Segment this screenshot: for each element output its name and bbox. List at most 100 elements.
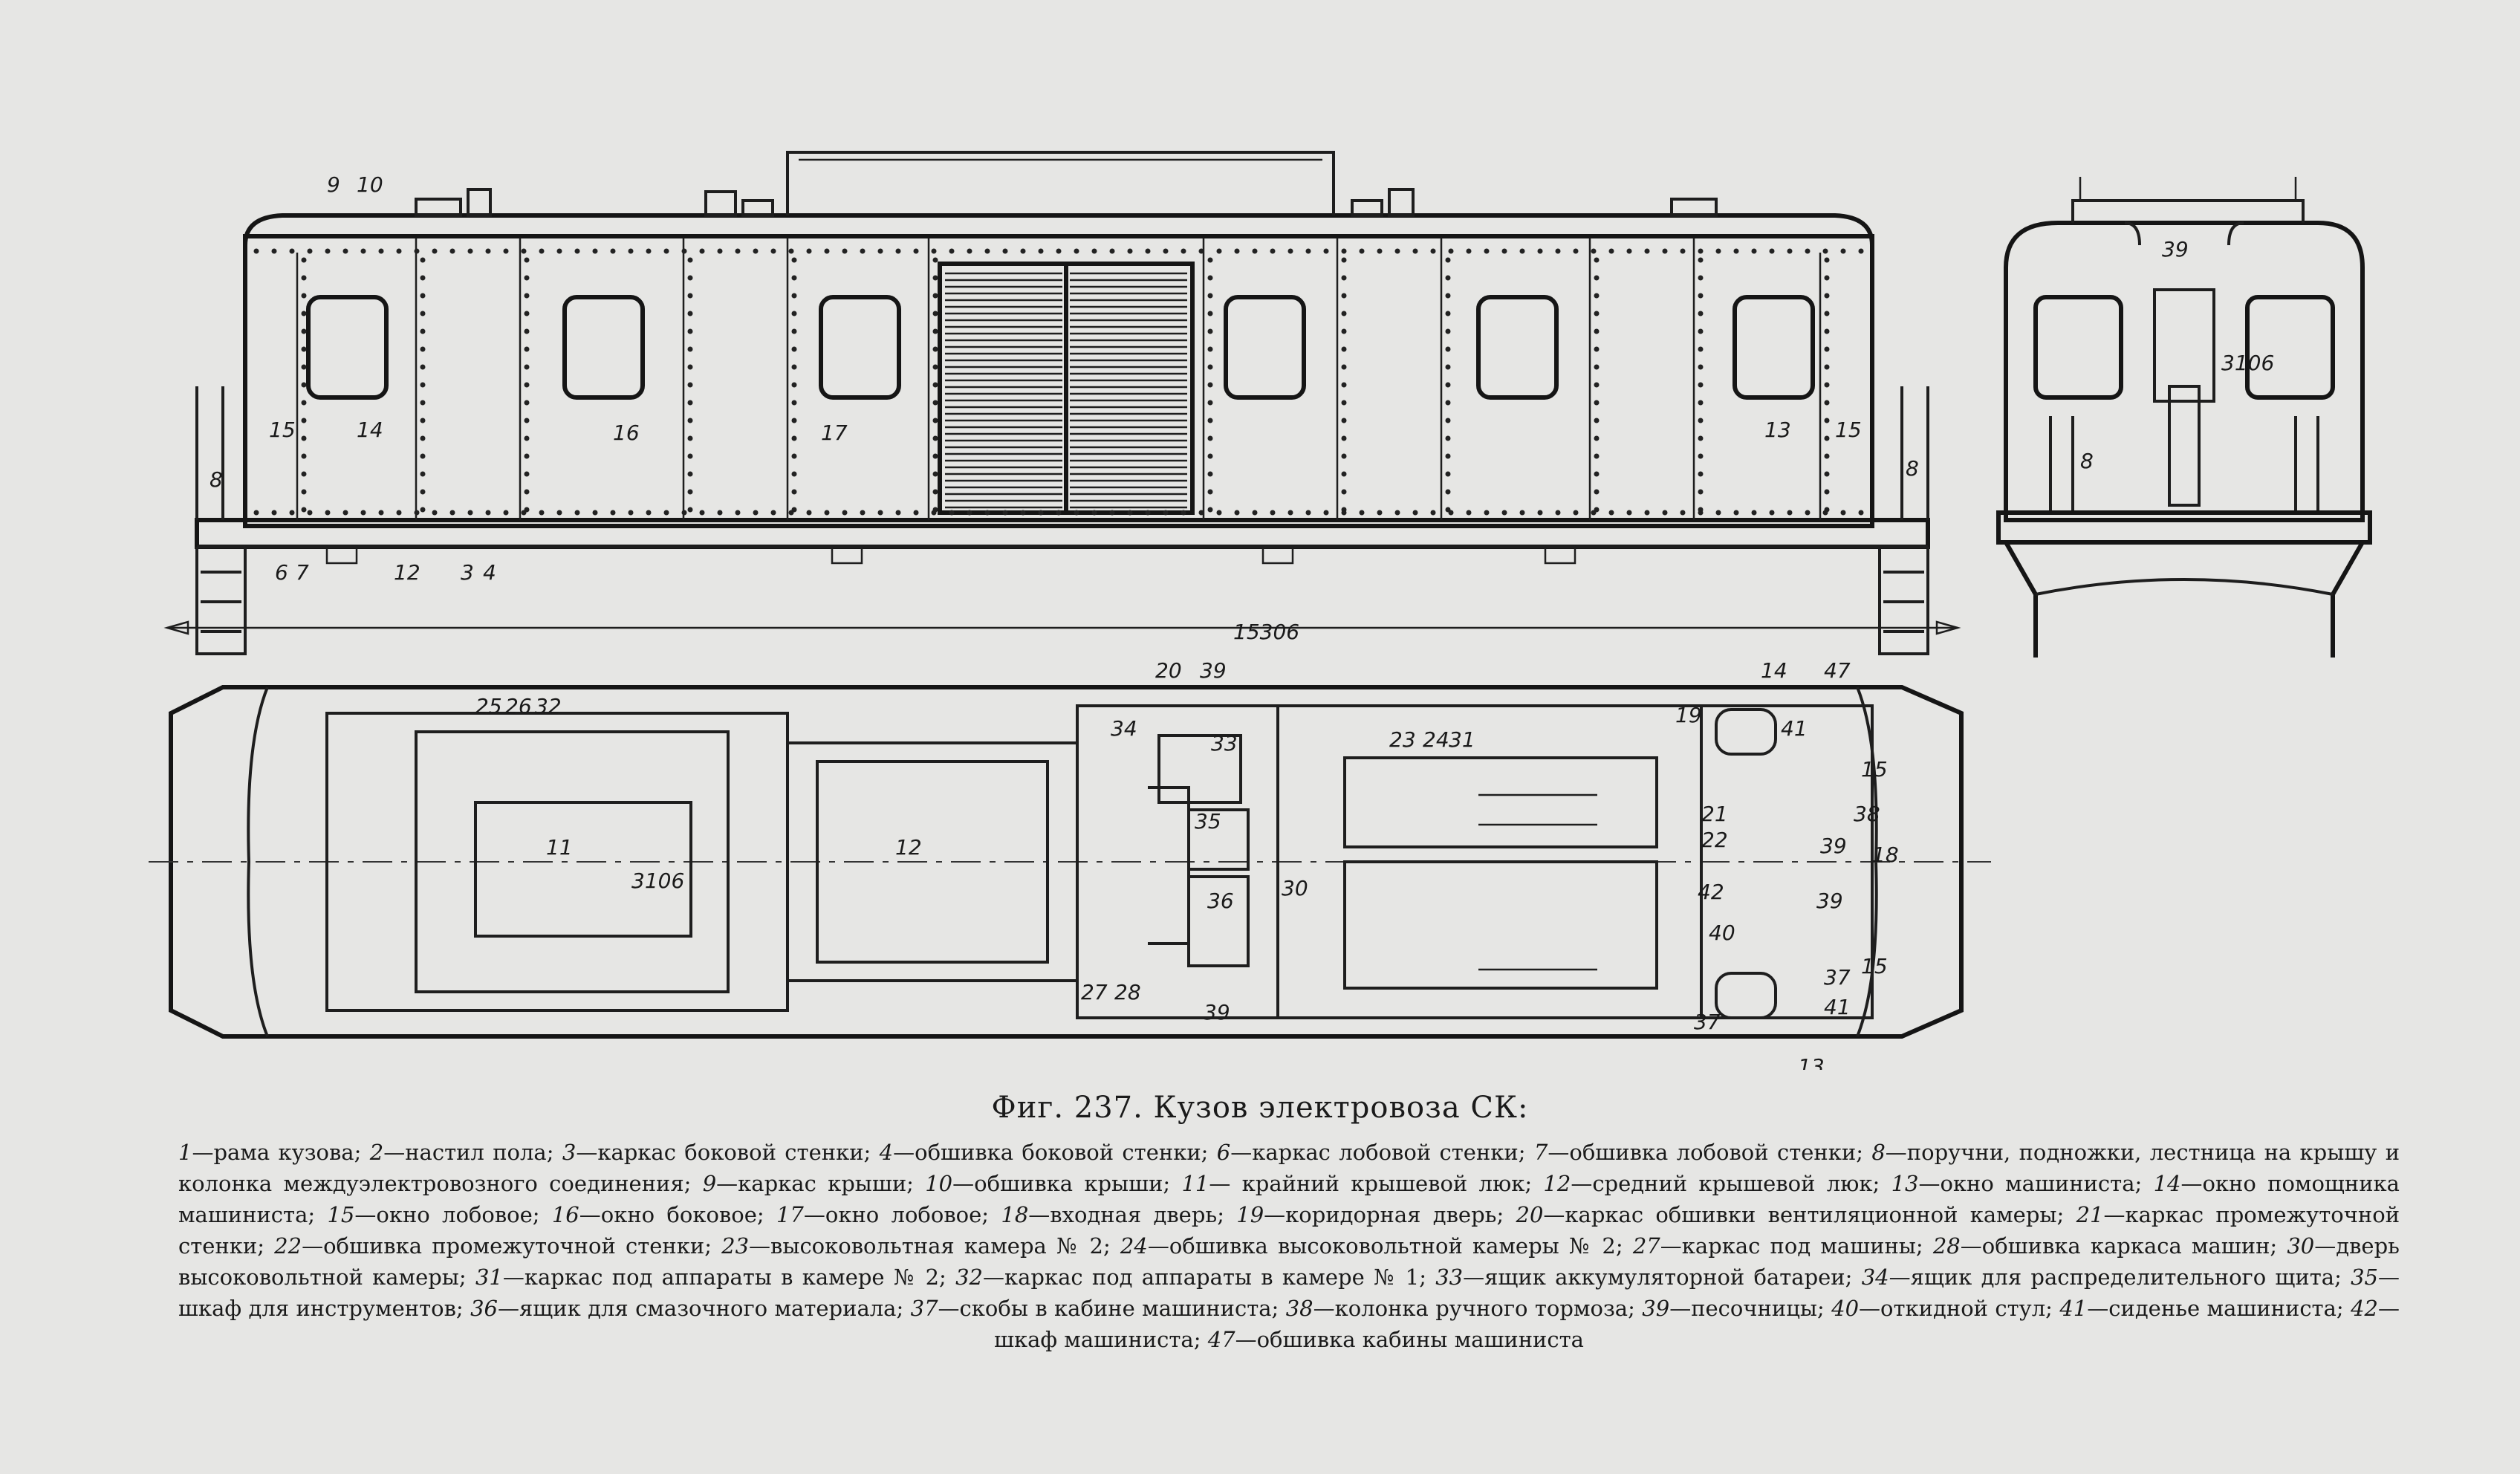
legend-number: 32 — [955, 1264, 983, 1290]
rivet — [420, 471, 426, 477]
rivet — [1824, 418, 1830, 423]
legend-text: песочницы — [1691, 1296, 1817, 1321]
label: 35 — [1195, 809, 1221, 834]
rivet — [1594, 382, 1600, 388]
rivet — [1537, 248, 1543, 254]
rivet — [1127, 510, 1133, 516]
rivet — [687, 364, 693, 370]
rivet — [420, 382, 426, 388]
legend-number: 1 — [178, 1140, 192, 1165]
rivet — [1484, 510, 1490, 516]
rivet — [931, 248, 937, 254]
rivet — [1519, 248, 1525, 254]
end-skirt — [2004, 541, 2365, 658]
label: 37 — [1824, 965, 1851, 990]
rivet — [1698, 346, 1704, 352]
rivet — [1573, 248, 1579, 254]
rivet — [1698, 435, 1704, 441]
plan-outline — [169, 685, 1964, 1039]
legend-number: 10 — [925, 1171, 953, 1196]
legend-text: ящик для смазочного материала — [519, 1296, 897, 1321]
rivet — [1412, 510, 1418, 516]
rivet — [628, 510, 634, 516]
label: 14 — [1761, 658, 1787, 683]
rivet — [932, 364, 938, 370]
label: 39 — [1820, 834, 1847, 858]
rivet — [1074, 510, 1079, 516]
rivet — [788, 248, 794, 254]
legend-item: 15—окно лобовое; — [327, 1202, 552, 1227]
rivet — [524, 311, 530, 316]
legend-number: 31 — [475, 1264, 503, 1290]
rivet — [791, 489, 797, 495]
rivet — [1091, 248, 1097, 254]
rivet — [420, 435, 426, 441]
rivet — [1733, 510, 1739, 516]
rivet — [1341, 293, 1347, 299]
rivet — [842, 248, 848, 254]
rivet — [770, 248, 776, 254]
rivet — [663, 248, 669, 254]
rivet — [524, 489, 530, 495]
label: 39 — [2162, 237, 2189, 262]
rivet — [791, 471, 797, 477]
rivet — [1341, 471, 1347, 477]
rivet — [1769, 248, 1775, 254]
rivet — [1445, 346, 1451, 352]
rivet — [1020, 510, 1026, 516]
driver-cab — [1700, 704, 1874, 1019]
rivet — [1662, 510, 1668, 516]
ventilation-louvre — [938, 262, 1195, 515]
window-side — [562, 295, 645, 400]
legend-number: 22 — [274, 1233, 302, 1259]
rivet — [449, 510, 455, 516]
legend-number: 40 — [1831, 1296, 1860, 1321]
rivet — [1698, 311, 1704, 316]
legend-text: входная дверь — [1050, 1202, 1218, 1227]
legend-number: 27 — [1632, 1233, 1660, 1259]
label: 39 — [1204, 1000, 1230, 1025]
rivet — [1680, 510, 1686, 516]
rivet — [1445, 382, 1451, 388]
label: 20 — [1155, 658, 1182, 683]
rivet — [524, 435, 530, 441]
rivet — [1323, 248, 1329, 254]
rivet — [1394, 248, 1400, 254]
rivet — [1555, 248, 1561, 254]
end-frame — [1996, 510, 2372, 545]
rivet — [1207, 328, 1213, 334]
rivet — [877, 510, 883, 516]
rivet — [1207, 293, 1213, 299]
rivet — [1323, 510, 1329, 516]
rivet — [503, 248, 509, 254]
rivet — [1501, 510, 1507, 516]
roof-outline — [243, 213, 1874, 246]
rivet — [485, 510, 491, 516]
legend-item: 38—колонка ручного тормоза; — [1285, 1296, 1643, 1321]
rivet — [524, 382, 530, 388]
legend-text: каркас лобовой стенки — [1252, 1140, 1519, 1165]
label: 8 — [2080, 449, 2094, 473]
rivet — [1445, 471, 1451, 477]
rivet — [791, 435, 797, 441]
rivet — [932, 311, 938, 316]
legend-item: 17—окно лобовое; — [776, 1202, 1001, 1227]
rivet — [932, 275, 938, 281]
rivet — [1207, 400, 1213, 406]
end-view: 39 3106 8 — [1996, 177, 2372, 658]
rivet — [1698, 510, 1704, 516]
rivet — [1074, 248, 1079, 254]
rivet — [271, 248, 277, 254]
rivet — [913, 248, 919, 254]
legend-text: дверь высоковольтной камеры — [178, 1233, 2400, 1290]
legend-text: шкаф машиниста — [994, 1327, 1194, 1352]
rivet — [1163, 510, 1169, 516]
rivet — [1662, 248, 1668, 254]
rivet — [360, 248, 366, 254]
rivet — [539, 510, 545, 516]
legend-text: колонка ручного тормоза — [1334, 1296, 1628, 1321]
legend-text: сиденье машиниста — [2108, 1296, 2336, 1321]
rivet — [1207, 382, 1213, 388]
rivet — [1824, 400, 1830, 406]
rivet — [1270, 248, 1276, 254]
